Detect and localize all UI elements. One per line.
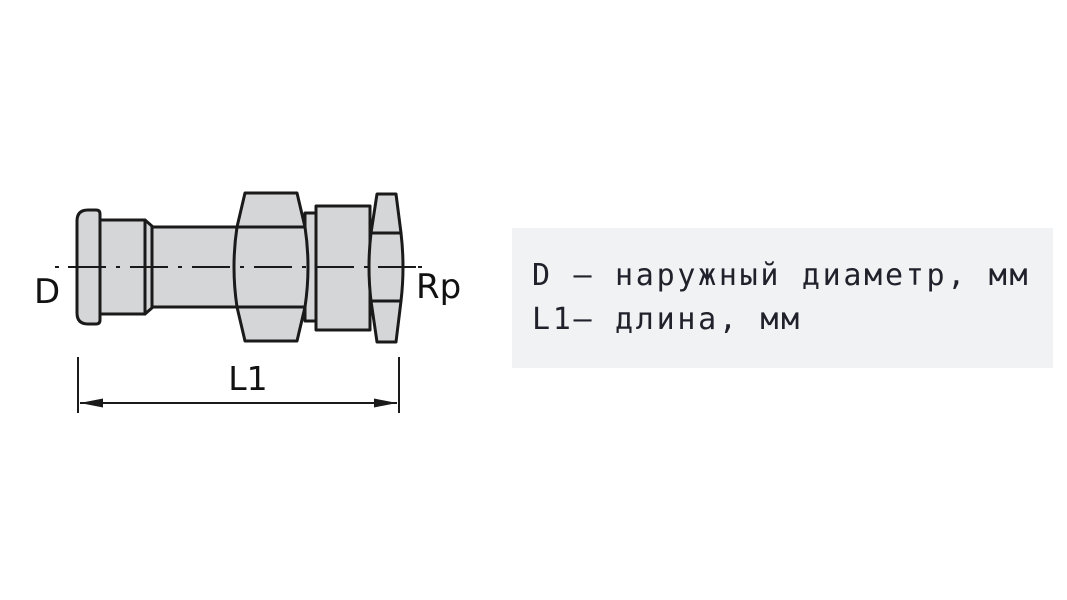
dimension-l1 bbox=[77, 357, 400, 413]
legend-line-length: L1– длина, мм bbox=[532, 302, 802, 337]
arrow-left-icon bbox=[80, 398, 103, 408]
label-outer-diameter: D bbox=[34, 272, 61, 312]
legend-box: D – наружный диаметр, мм L1– длина, мм bbox=[512, 228, 1053, 368]
label-length: L1 bbox=[228, 359, 268, 398]
legend-line-diameter: D – наружный диаметр, мм bbox=[532, 258, 1031, 293]
hex-nut-large-shape bbox=[232, 191, 310, 343]
arrow-right-icon bbox=[374, 398, 397, 408]
label-thread: Rp bbox=[416, 267, 462, 307]
